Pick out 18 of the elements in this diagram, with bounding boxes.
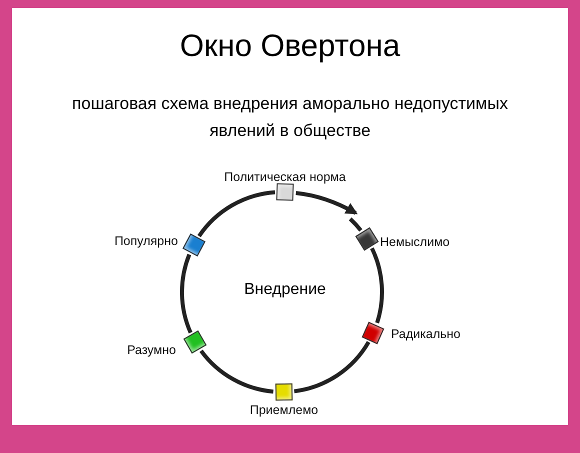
cycle-line	[370, 247, 384, 324]
cycle-line	[200, 350, 274, 394]
stage-label: Приемлемо	[250, 403, 318, 417]
stage-label: Немыслимо	[380, 235, 450, 249]
arrow	[296, 190, 358, 215]
stage-label: Радикально	[391, 327, 461, 341]
cycle-line	[180, 254, 192, 334]
cycle-line	[348, 217, 362, 232]
stage-square	[275, 383, 292, 401]
stage-label: Популярно	[114, 234, 178, 248]
stage-label: Разумно	[127, 343, 176, 357]
center-label: Внедрение	[244, 281, 326, 299]
stage-label: Политическая норма	[224, 170, 346, 184]
cycle-line	[294, 340, 370, 394]
subtitle: пошаговая схема внедрения аморально недопустимых явлений в обществе	[71, 93, 509, 142]
stage-square	[276, 183, 294, 201]
cycle-line	[198, 190, 276, 238]
title: Окно Овертона	[178, 28, 402, 64]
